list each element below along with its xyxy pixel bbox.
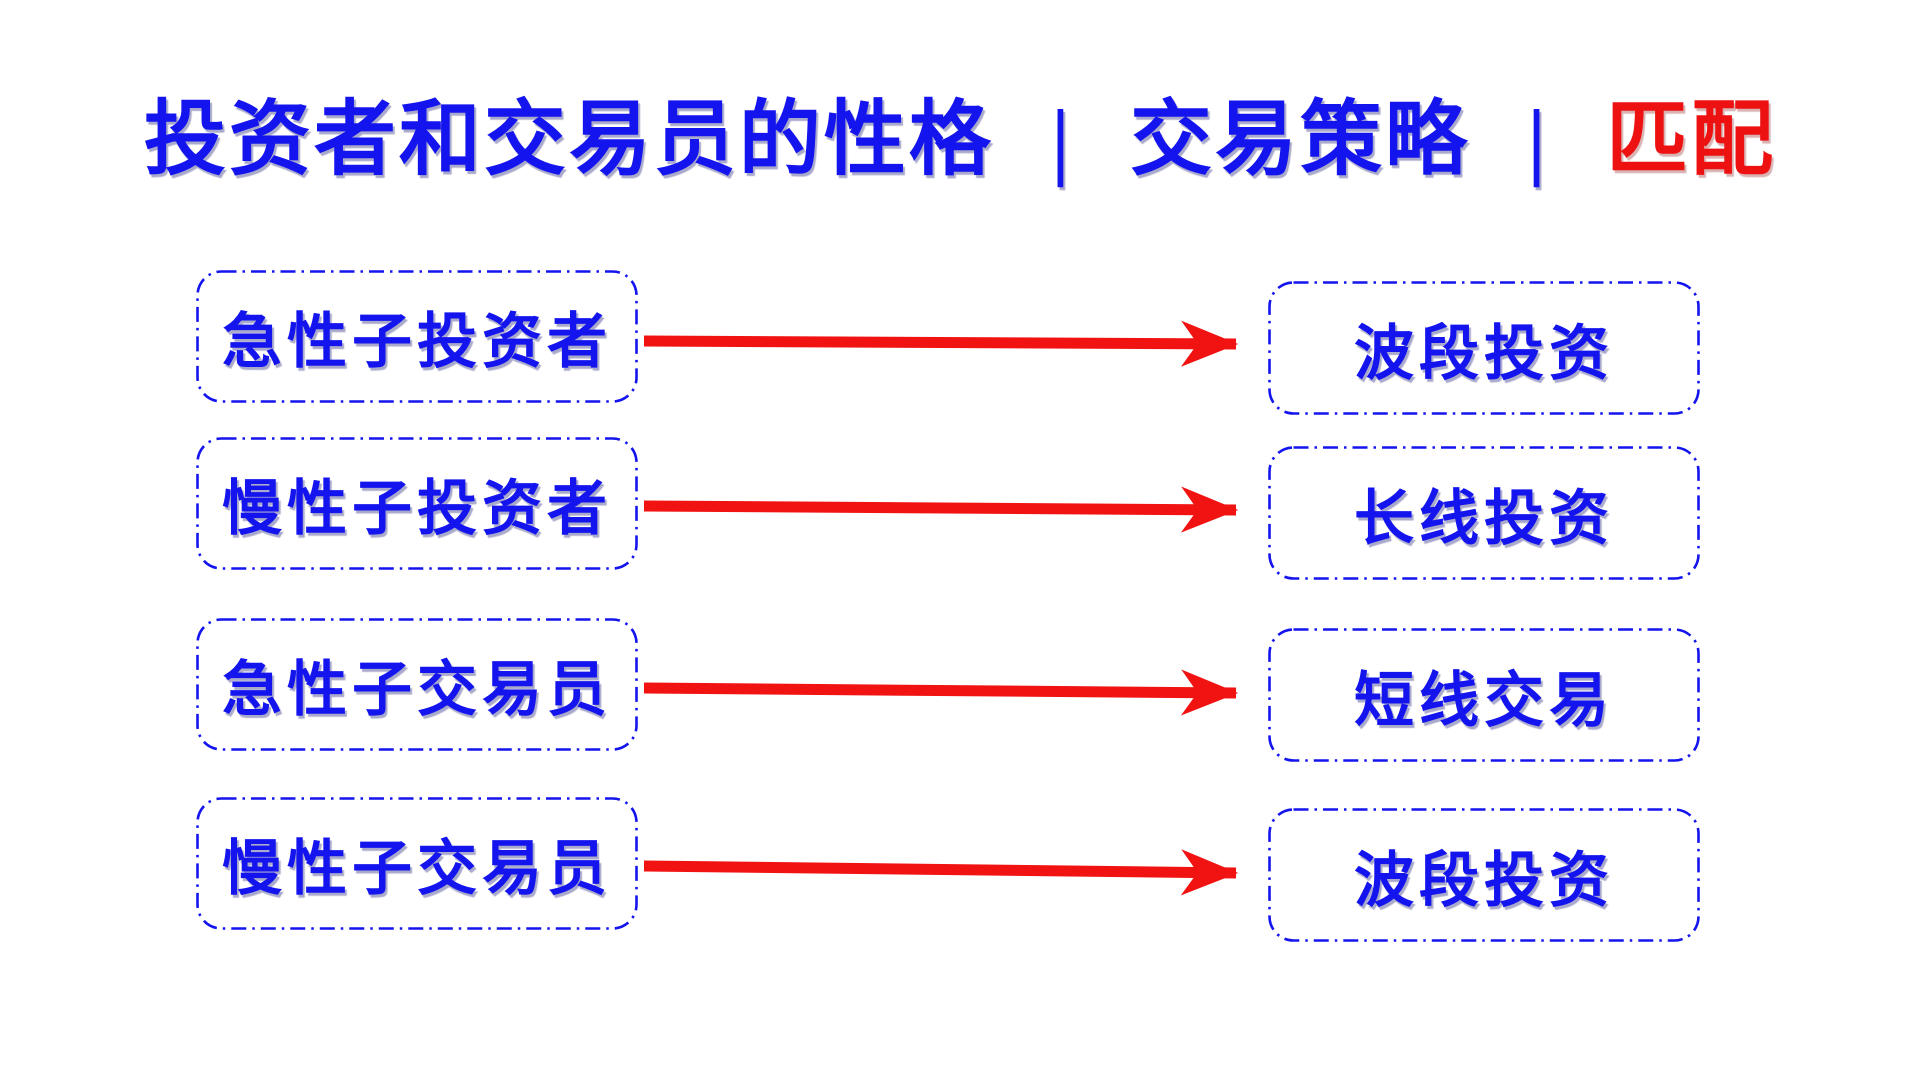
dash-dot-border — [196, 618, 638, 751]
dash-dot-border — [1268, 808, 1700, 942]
strategy-label: 波段投资 — [1354, 320, 1614, 387]
dash-dot-border — [1268, 446, 1700, 580]
arrow-right-icon — [643, 669, 1239, 716]
dash-dot-border — [196, 797, 638, 930]
strategy-label: 长线投资 — [1354, 485, 1614, 552]
strategy-box-shortterm-trading: 短线交易 — [1268, 628, 1700, 762]
personality-label: 慢性子交易员 — [222, 836, 612, 902]
arrow-right-icon — [643, 486, 1239, 533]
page-title: 投资者和交易员的性格 | 交易策略 | 匹配 — [0, 72, 1920, 191]
personality-label: 急性子投资者 — [222, 309, 612, 375]
strategy-label: 短线交易 — [1354, 667, 1614, 734]
strategy-label: 波段投资 — [1354, 847, 1614, 914]
personality-box-patient-investor: 慢性子投资者 — [196, 437, 638, 570]
dash-dot-border — [196, 437, 638, 570]
personality-label: 慢性子投资者 — [222, 476, 612, 542]
title-strategy-text: 交易策略 — [1129, 94, 1470, 185]
personality-box-patient-trader: 慢性子交易员 — [196, 797, 638, 930]
dash-dot-border — [1268, 628, 1700, 762]
strategy-box-swing-investing: 波段投资 — [1268, 281, 1700, 415]
title-separator: | — [1051, 91, 1073, 188]
dash-dot-border — [196, 270, 638, 403]
dash-dot-border — [1268, 281, 1700, 415]
strategy-box-swing-investing-2: 波段投资 — [1268, 808, 1700, 942]
title-personality-text: 投资者和交易员的性格 — [143, 94, 994, 185]
personality-label: 急性子交易员 — [222, 657, 612, 723]
arrow-right-icon — [643, 320, 1239, 367]
title-match-text: 匹配 — [1606, 94, 1777, 185]
strategy-box-longterm-investing: 长线投资 — [1268, 446, 1700, 580]
personality-box-impatient-investor: 急性子投资者 — [196, 270, 638, 403]
arrow-right-icon — [643, 849, 1239, 896]
title-separator: | — [1527, 91, 1549, 188]
personality-box-impatient-trader: 急性子交易员 — [196, 618, 638, 751]
